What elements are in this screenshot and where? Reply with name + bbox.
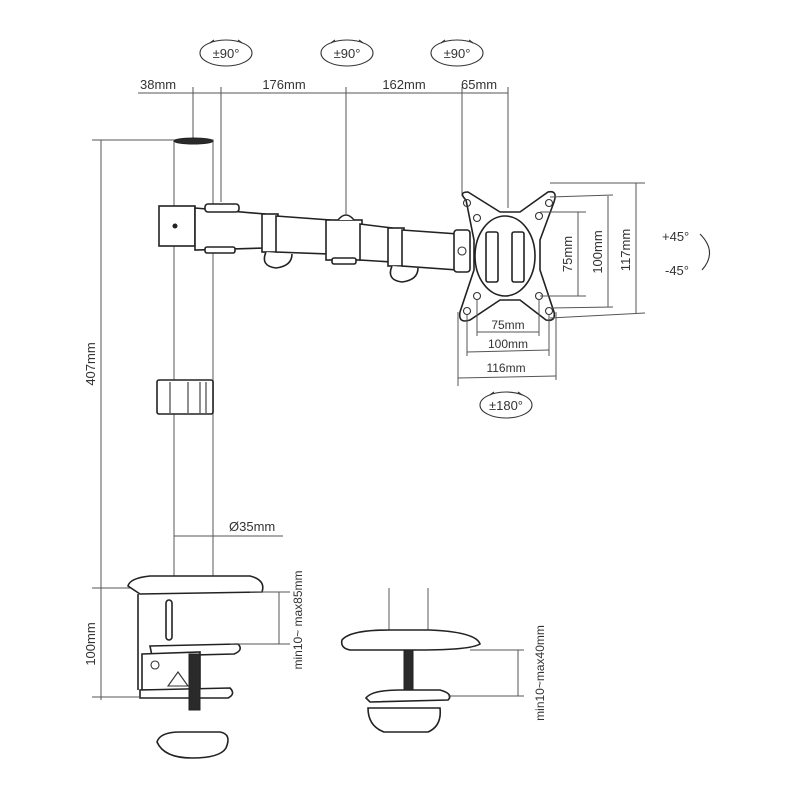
rotation-badge-joint-1: ±90° [199,39,253,67]
vesa-vertical-100mm: 100mm [590,230,605,273]
tilt-down-label: -45° [665,263,689,278]
tilt-indicator: +45° -45° [662,229,711,278]
vesa-horizontal-116mm: 116mm [486,361,525,375]
dimension-label-65mm: 65mm [461,77,497,92]
dimension-label-176mm: 176mm [262,77,305,92]
rotation-badge-joint-3: ±90° [430,39,484,67]
grommet-mount: min10~max40mm [340,588,547,733]
grommet-range-label: min10~max40mm [533,625,547,721]
vesa-plate [458,190,556,322]
vesa-vertical-dimensions: 75mm 100mm 117mm [540,182,646,319]
rotation-label: ±90° [334,46,361,61]
dimension-label-162mm: 162mm [382,77,425,92]
dimension-label-38mm: 38mm [140,77,176,92]
vesa-horizontal-100mm: 100mm [488,337,528,351]
c-clamp-range-label: min10~ max85mm [291,570,305,669]
vesa-vertical-117mm: 117mm [618,229,633,271]
tilt-up-label: +45° [662,229,689,244]
pole-height-label: 407mm [83,342,98,385]
c-clamp: min10~ max85mm 100mm [83,570,305,759]
pole-height-dimension: 407mm [83,139,180,700]
rotation-label: ±90° [213,46,240,61]
horizontal-dimension-line: 38mm 176mm 162mm 65mm [138,77,509,214]
rotation-label: ±90° [444,46,471,61]
rotation-badge-vesa: ±180° [479,391,533,419]
rotation-label: ±180° [489,398,523,413]
clamp-height-label: 100mm [83,622,98,665]
rotation-badge-joint-2: ±90° [320,39,374,67]
vesa-vertical-75mm: 75mm [560,236,575,272]
vesa-horizontal-75mm: 75mm [491,318,524,332]
arm-assembly [158,203,471,283]
vesa-horizontal-dimensions: 75mm 100mm 116mm [457,300,557,386]
pole-diameter-label: Ø35mm [229,519,275,534]
height-collar [156,379,214,415]
